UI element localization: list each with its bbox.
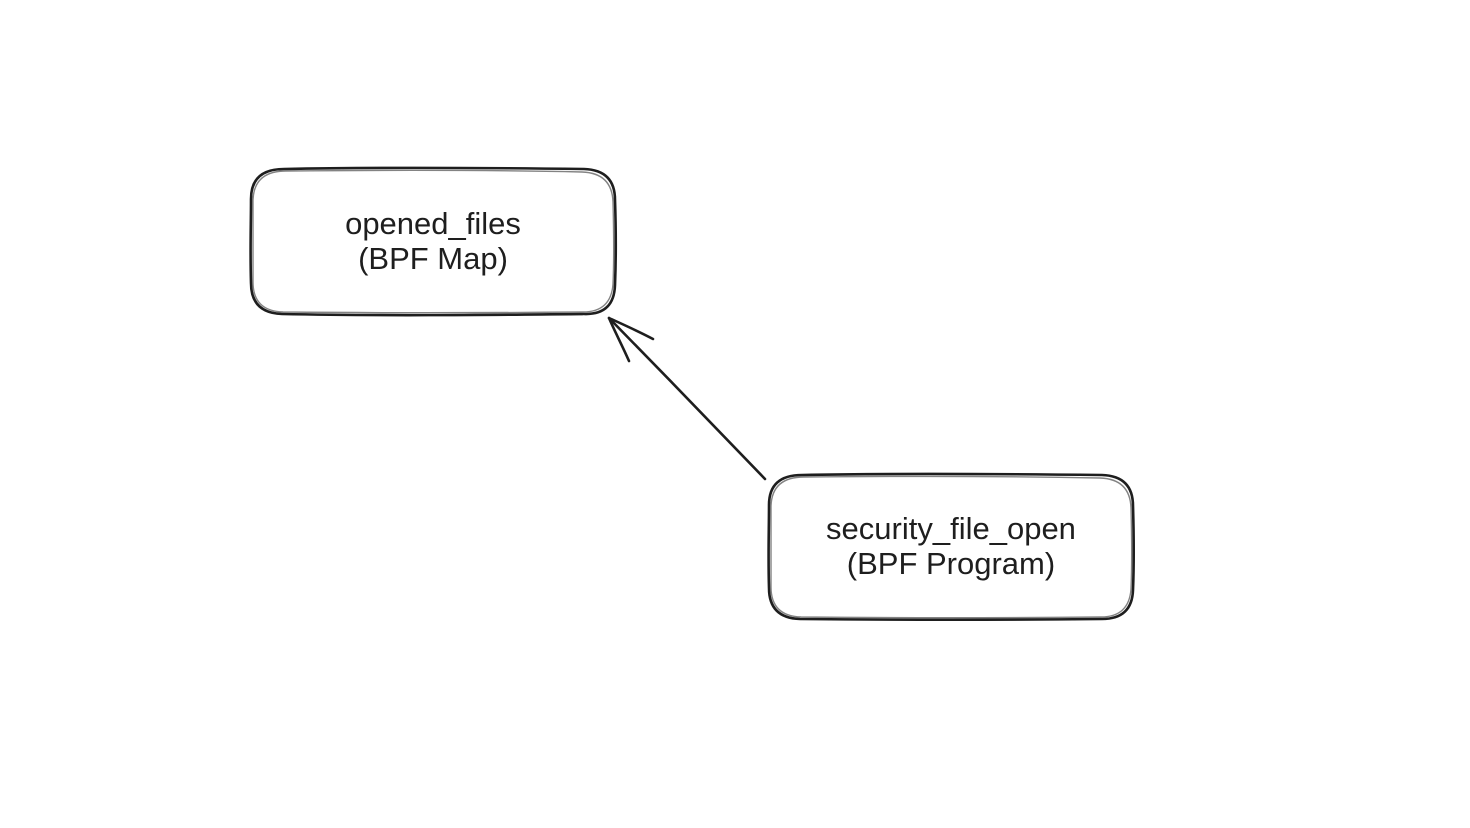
node-security-file-open[interactable]: security_file_open (BPF Program)	[767, 472, 1136, 622]
node-opened-files[interactable]: opened_files (BPF Map)	[249, 166, 618, 317]
arrow-head-icon	[607, 316, 655, 363]
node-security-file-open-type: (BPF Program)	[847, 546, 1055, 581]
node-opened-files-box	[249, 166, 618, 317]
node-security-file-open-box	[767, 472, 1136, 622]
arrow-program-to-map[interactable]	[607, 316, 767, 481]
node-security-file-open-name: security_file_open	[826, 511, 1076, 546]
arrow-shaft	[607, 316, 767, 481]
node-opened-files-name: opened_files	[345, 206, 521, 241]
node-opened-files-type: (BPF Map)	[358, 241, 508, 276]
